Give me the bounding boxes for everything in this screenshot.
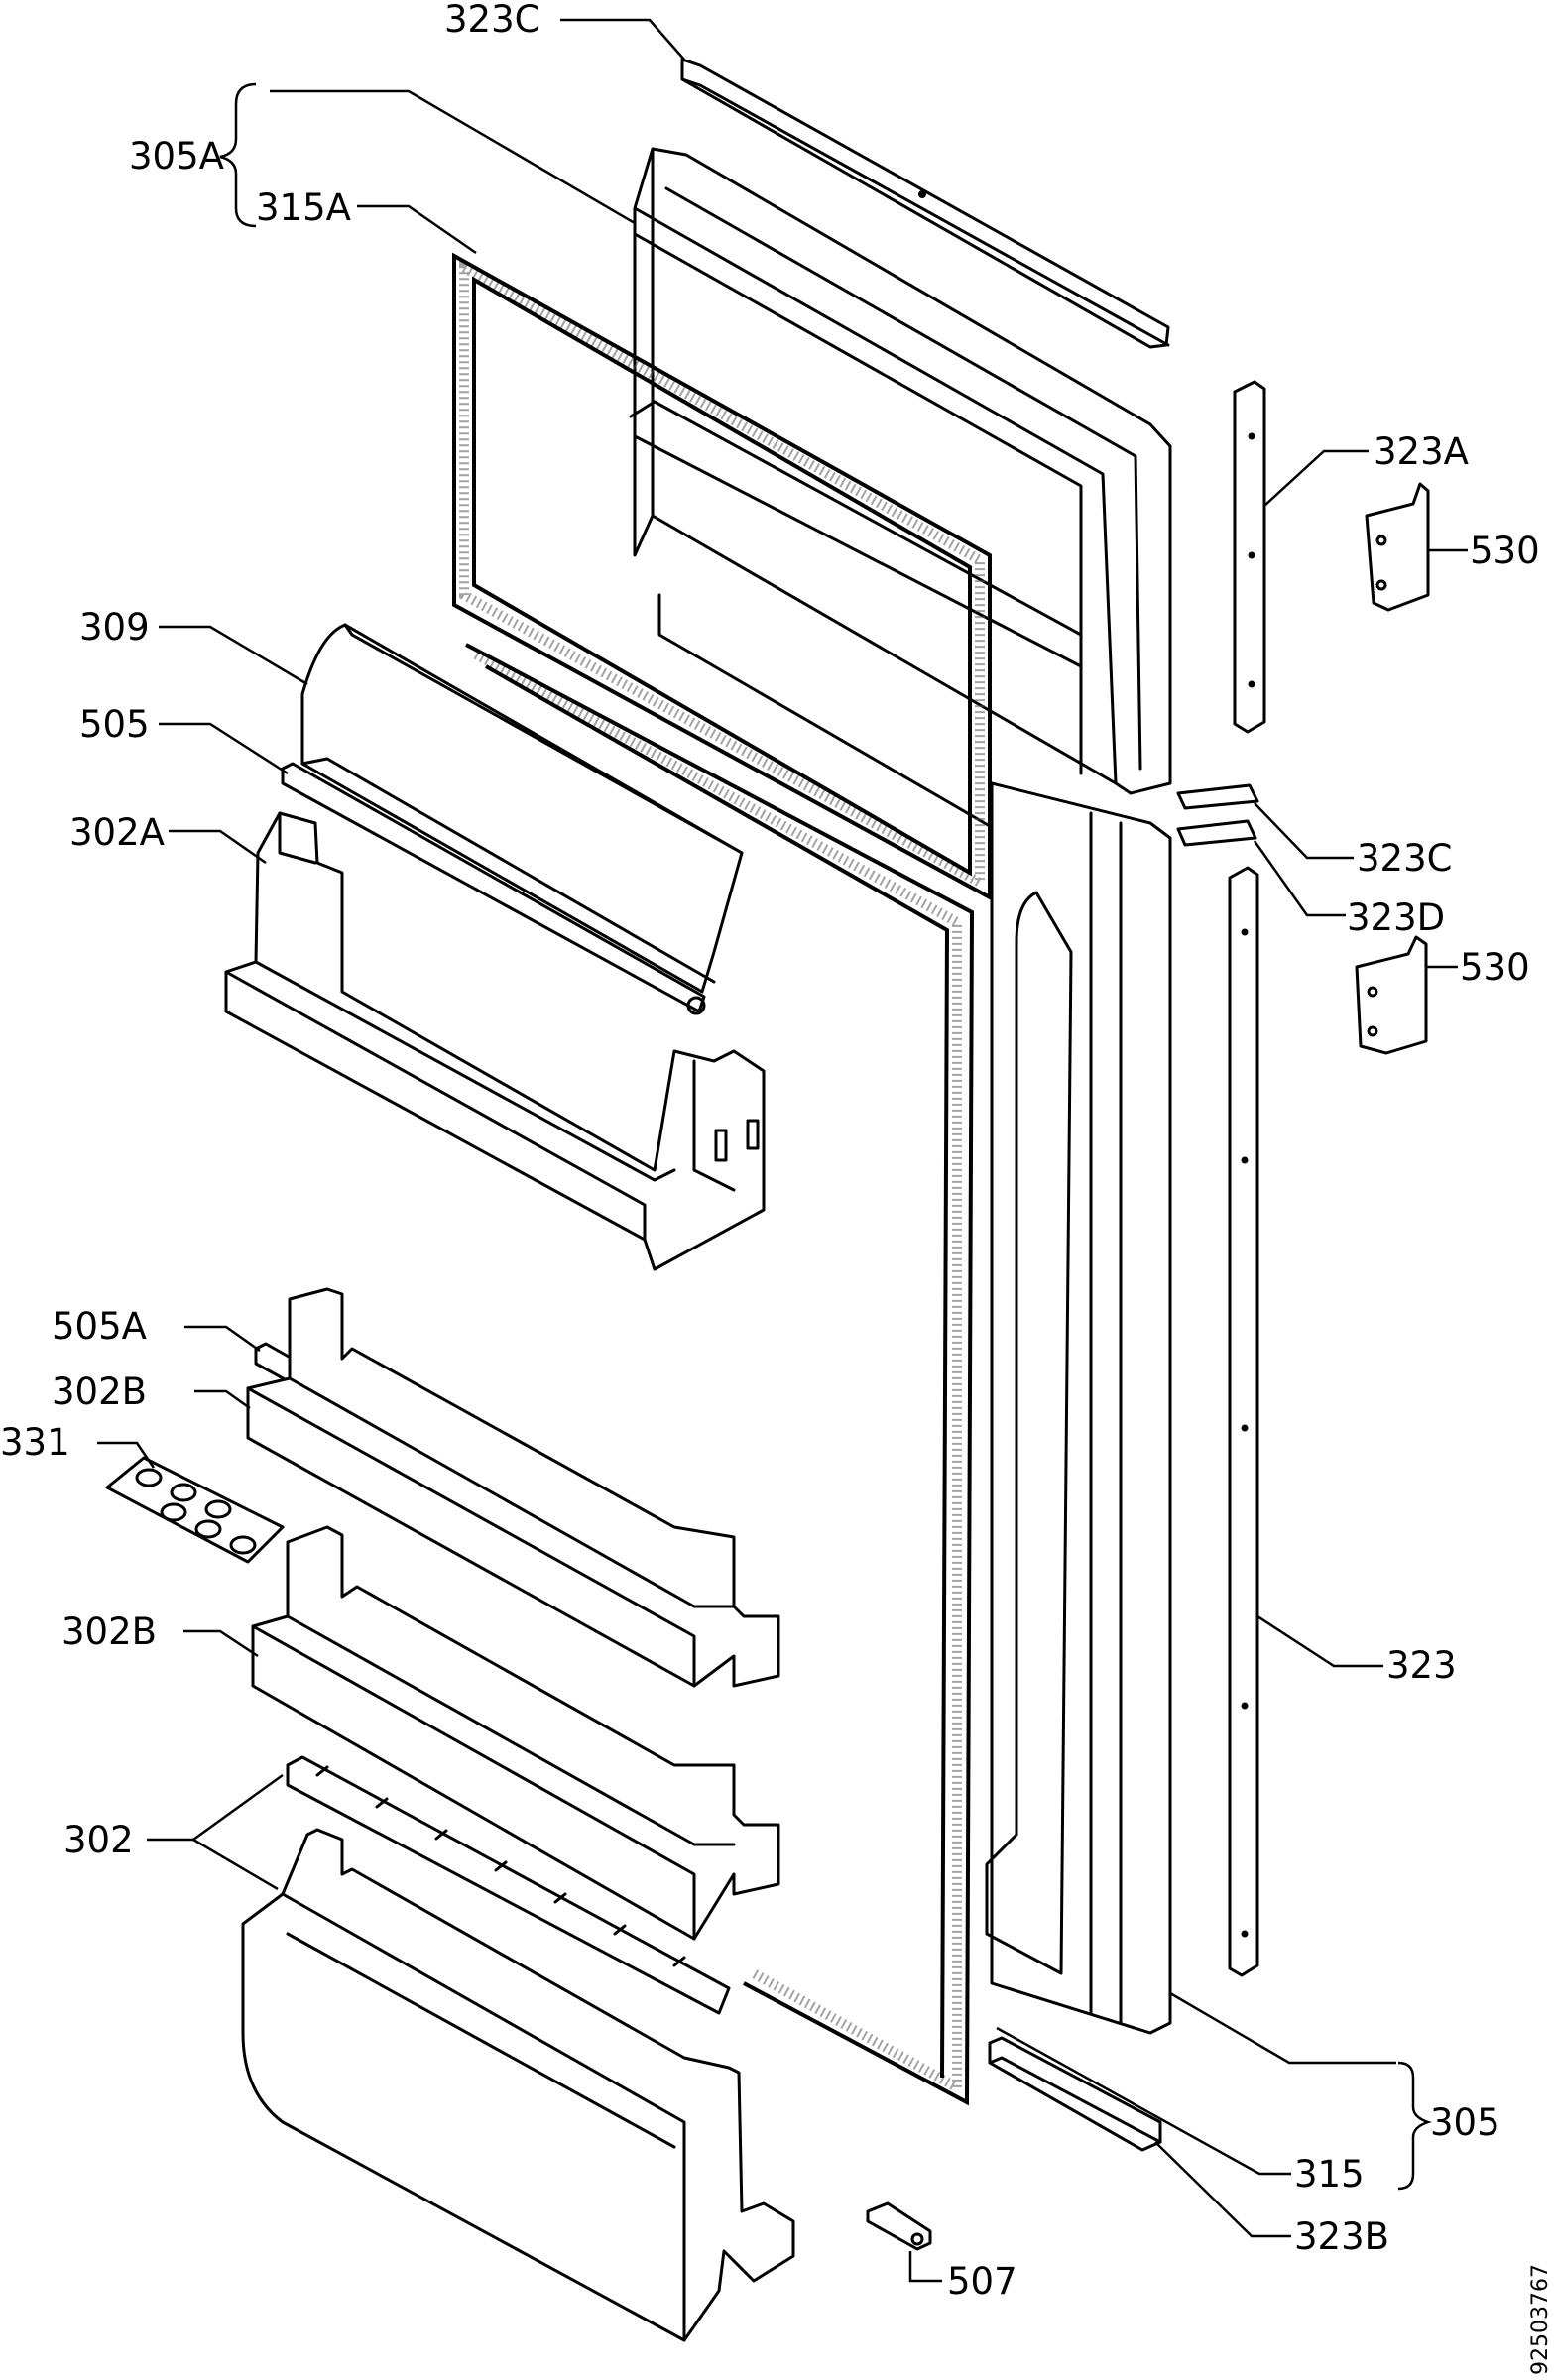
freezer-gasket-315a: [452, 252, 992, 901]
label-302b-lower: 302B: [61, 1610, 157, 1653]
label-302a: 302A: [69, 811, 165, 854]
callout-labels: 323C 305A 315A 323A 530 309 505 302A 323…: [0, 0, 1540, 2303]
label-315: 315: [1294, 2153, 1365, 2196]
strip-505: [281, 762, 706, 1015]
label-507: 507: [947, 2260, 1017, 2303]
bracket-323d: [1176, 819, 1257, 847]
fridge-gasket-315: [465, 643, 975, 2106]
label-323: 323: [1386, 1644, 1457, 1687]
bottle-shelf-302: [241, 1828, 795, 2342]
label-302b-upper: 302B: [52, 1370, 147, 1413]
label-323c-top: 323C: [444, 0, 539, 41]
label-505: 505: [79, 703, 150, 746]
label-505a: 505A: [52, 1305, 147, 1348]
label-323b: 323B: [1294, 2215, 1389, 2258]
label-331: 331: [0, 1421, 70, 1464]
label-302: 302: [63, 1819, 134, 1861]
hinge-pin-507: [866, 2202, 932, 2251]
label-530-top: 530: [1470, 530, 1540, 572]
bracket-323c-mid: [1176, 783, 1259, 810]
label-305a: 305A: [129, 135, 224, 178]
egg-tray-331: [105, 1456, 285, 1564]
side-strip-323a: [1233, 380, 1266, 734]
side-strip-323: [1228, 866, 1259, 1977]
label-323a: 323A: [1374, 430, 1469, 473]
document-number: 92503767: [1528, 2264, 1553, 2375]
label-530-mid: 530: [1460, 946, 1530, 989]
label-323c-mid: 323C: [1357, 837, 1452, 880]
fridge-door-305: [985, 781, 1172, 2035]
flap-309: [300, 623, 744, 994]
label-309: 309: [79, 606, 150, 649]
label-315a: 315A: [256, 186, 351, 229]
label-323d: 323D: [1347, 896, 1445, 939]
hinge-cover-530-top: [1365, 482, 1430, 612]
bottle-retainer: [286, 1755, 731, 2015]
leader-lines: [97, 18, 1468, 2283]
hinge-cover-530-mid: [1355, 935, 1428, 1055]
hinge-strip-323c-top: [680, 58, 1170, 349]
label-305: 305: [1430, 2101, 1500, 2144]
freezer-door-305a: [629, 147, 1172, 835]
bottom-strip-323b: [988, 2036, 1162, 2152]
door-shelf-302a: [224, 811, 766, 1271]
door-shelf-302b-lower: [251, 1525, 780, 1941]
door-shelf-302b-upper: [246, 1287, 780, 1688]
